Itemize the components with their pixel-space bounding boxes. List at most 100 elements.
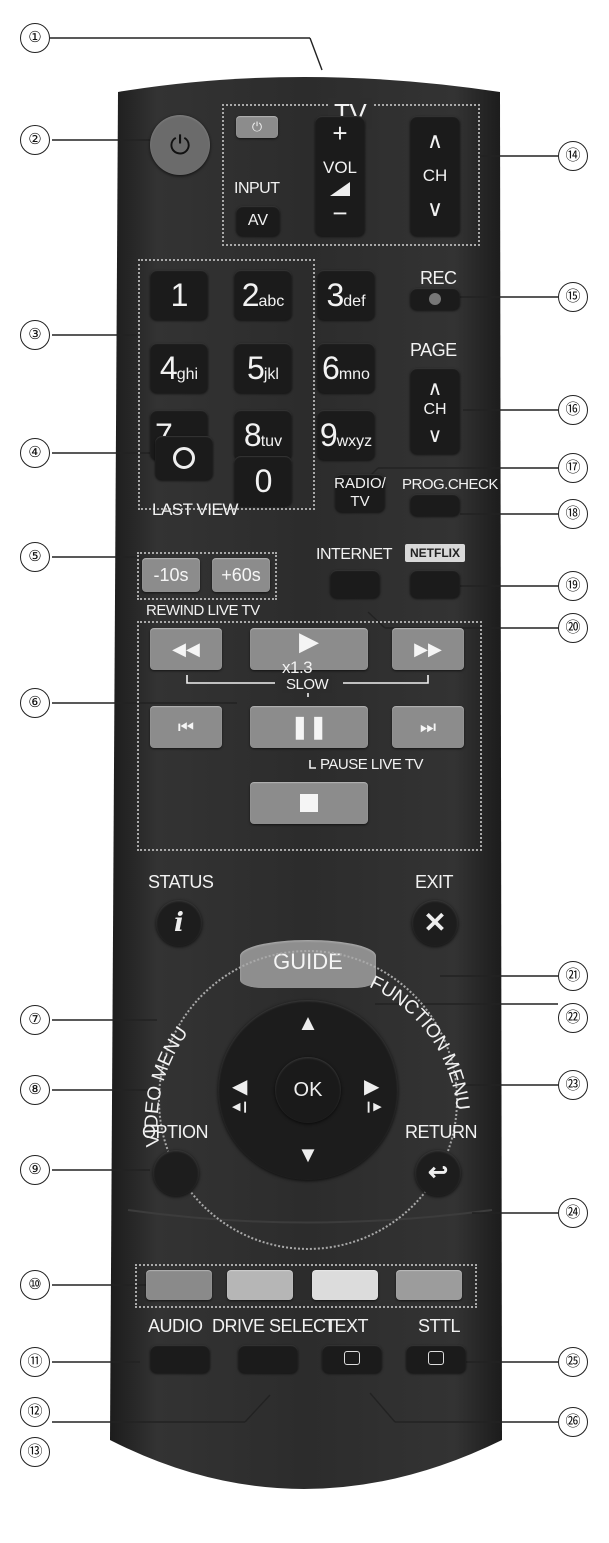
prog-check-button[interactable] [410,494,460,516]
tv-power-icon: ⏻ [251,119,263,134]
last-view-button[interactable] [155,436,213,480]
number-key-digit: 2 [241,277,260,313]
return-label: RETURN [405,1122,478,1142]
rewind-button[interactable]: ◀◀ [150,628,222,670]
pause-button[interactable]: ❚❚ [250,706,368,748]
number-key-letters: jkl [263,366,279,383]
forward-60s-button[interactable]: +60s [212,558,270,592]
callout-4: ④ [20,438,50,468]
number-key-3[interactable]: 3def [317,270,375,320]
left-arrow-icon: ◀ [232,1076,248,1098]
callout-7: ⑦ [20,1005,50,1035]
skip-back-button[interactable]: ⏮ [150,706,222,748]
page-label: PAGE [410,340,457,360]
netflix-label: NETFLIX [410,546,460,560]
tv-volume-rocker[interactable]: + VOL − [315,116,365,236]
callout-24: ㉔ [558,1198,588,1228]
callout-12: ⑫ [20,1397,50,1427]
callout-22: ㉒ [558,1003,588,1033]
rewind-10s-button[interactable]: -10s [142,558,200,592]
drive-select-button[interactable] [238,1345,298,1373]
callout-26: ㉖ [558,1407,588,1437]
number-key-9[interactable]: 9wxyz [317,410,375,460]
callout-10: ⑩ [20,1270,50,1300]
radio-tv-button[interactable]: RADIO/ TV [334,474,386,512]
number-key-letters: ghi [176,366,199,383]
color-button-1[interactable] [146,1270,212,1300]
skip-forward-icon: ⏭ [419,717,437,737]
tv-input-label: INPUT [234,180,280,197]
page-channel-rocker[interactable]: ∧ CH ∨ [410,368,460,454]
callout-5: ⑤ [20,542,50,572]
number-key-4[interactable]: 4ghi [150,343,208,393]
return-button[interactable]: ↩ [415,1150,461,1196]
callout-9: ⑨ [20,1155,50,1185]
stop-button[interactable] [250,782,368,824]
callout-11: ⑪ [20,1347,50,1377]
rewind-group-border [137,552,277,600]
number-key-digit: 5 [247,350,265,386]
status-label: STATUS [148,872,214,892]
skip-forward-button[interactable]: ⏭ [392,706,464,748]
stop-icon [300,794,318,812]
callout-19: ⑲ [558,571,588,601]
prog-check-label: PROG.CHECK [402,476,498,493]
fast-forward-button[interactable]: ▶▶ [392,628,464,670]
netflix-logo: NETFLIX [405,544,465,562]
number-key-6[interactable]: 6mno [317,343,375,393]
slow-label: SLOW [282,676,333,693]
pause-icon: ❚❚ [290,714,328,739]
vol-minus: − [332,198,348,228]
option-button[interactable] [153,1150,199,1196]
number-key-0[interactable]: 0 [234,456,292,506]
sttl-button[interactable] [406,1345,466,1373]
exit-label: EXIT [415,872,454,892]
color-button-4[interactable] [396,1270,462,1300]
number-key-8[interactable]: 8tuv [234,410,292,460]
sttl-label: STTL [418,1316,461,1336]
internet-button[interactable] [330,570,380,598]
callout-3: ③ [20,320,50,350]
color-button-2[interactable] [227,1270,293,1300]
rec-dot-icon [429,293,441,305]
rec-button[interactable] [410,288,460,310]
tv-av-label: AV [247,212,269,229]
ok-button[interactable]: OK [275,1057,341,1123]
power-icon: ⏻ [169,130,191,160]
rewind-live-tv-label: REWIND LIVE TV [146,602,260,619]
refresh-icon [173,447,195,469]
power-button[interactable]: ⏻ [150,115,210,175]
number-key-5[interactable]: 5jkl [234,343,292,393]
teletext-icon [344,1351,360,1365]
return-icon: ↩ [427,1159,449,1186]
number-key-2[interactable]: 2abc [234,270,292,320]
color-button-3[interactable] [312,1270,378,1300]
page-up-icon: ∧ [427,378,443,400]
play-speed-label: x1.3 [282,658,313,677]
netflix-button[interactable] [410,570,460,598]
rec-label: REC [420,268,457,288]
text-button[interactable] [322,1345,382,1373]
callout-25: ㉕ [558,1347,588,1377]
tv-av-button[interactable]: AV [236,206,280,236]
play-button[interactable]: ▶ [250,626,368,670]
exit-button[interactable]: ✕ [412,900,458,946]
ok-label: OK [293,1079,323,1101]
callout-6: ⑥ [20,688,50,718]
callout-14: ⑭ [558,141,588,171]
tv-power-button[interactable]: ⏻ [236,116,278,138]
number-key-digit: 3 [326,277,344,313]
audio-button[interactable] [150,1345,210,1373]
drive-select-label: DRIVE SELECT [212,1316,337,1336]
page-down-icon: ∨ [427,425,443,447]
number-key-1[interactable]: 1 [150,270,208,320]
skip-back-icon: ⏮ [177,717,195,737]
number-key-digit: 6 [322,350,340,386]
callout-8: ⑧ [20,1075,50,1105]
tv-channel-rocker[interactable]: ∧ CH ∨ [410,116,460,236]
number-key-digit: 4 [159,350,178,386]
right-arrow-icon: ▶ [364,1076,380,1098]
number-key-digit: 8 [243,417,262,453]
fast-forward-icon: ▶▶ [414,639,442,659]
status-button[interactable]: i [156,900,202,946]
